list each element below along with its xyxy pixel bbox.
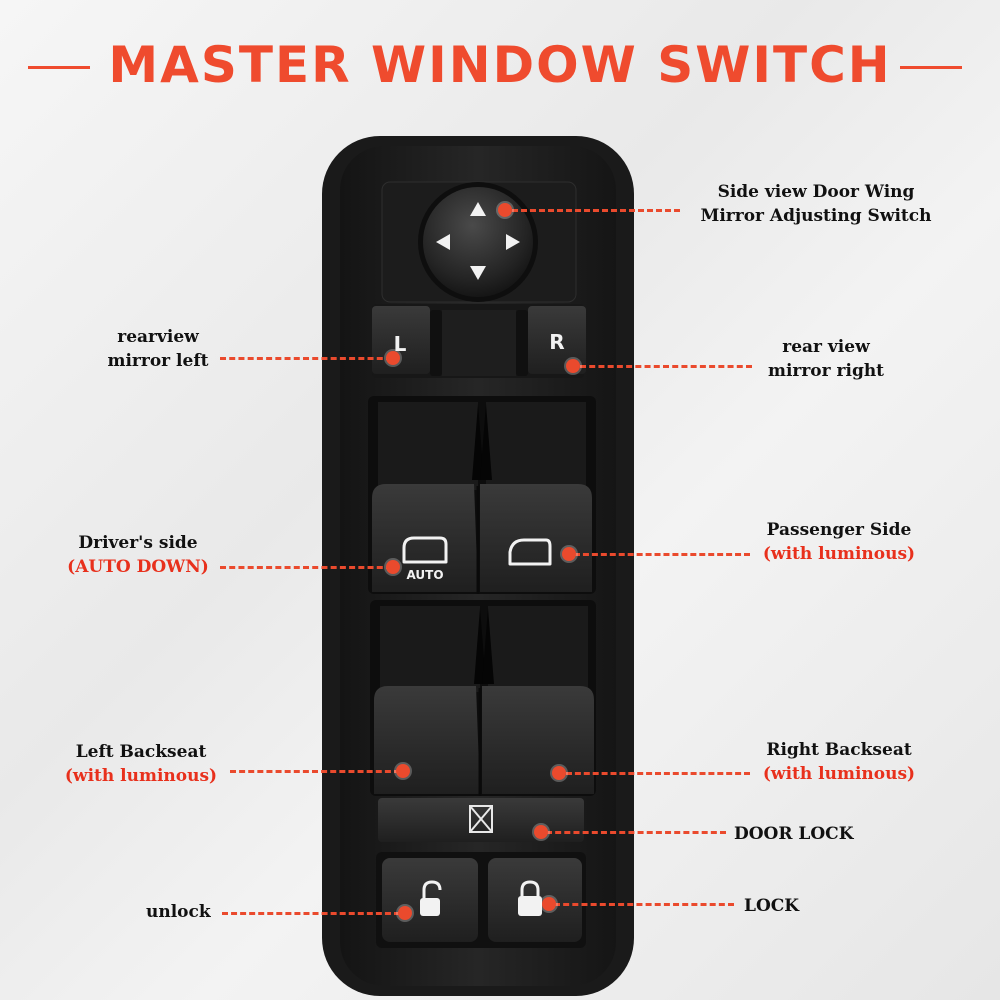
title-rule-right <box>900 66 962 69</box>
leader-unlock <box>222 912 400 915</box>
callout-dot-lock <box>542 897 556 911</box>
lock-icon <box>518 880 542 916</box>
right-mirror-divider <box>516 310 528 376</box>
callout-dot-mirror-adjust <box>498 203 512 217</box>
arrow-right-icon <box>506 234 520 250</box>
title-rule-left <box>28 66 90 69</box>
leader-mirror-adjust <box>512 209 680 212</box>
arrow-down-icon <box>470 266 486 280</box>
leader-right-backseat <box>566 772 750 775</box>
leader-mirror-left <box>220 357 392 360</box>
window-lockout-icon <box>469 805 493 833</box>
auto-text: AUTO <box>406 568 443 582</box>
leader-lock <box>554 903 734 906</box>
mirror-center-block <box>442 310 516 376</box>
label-mirror-adjust: Side view Door Wing Mirror Adjusting Swi… <box>700 182 932 226</box>
label-drivers-side: Driver's side (AUTO DOWN) <box>67 533 209 577</box>
callout-dot-mirror-left <box>386 351 400 365</box>
callout-dot-unlock <box>398 906 412 920</box>
label-door-lock: DOOR LOCK <box>734 824 854 844</box>
unlock-icon <box>420 880 442 916</box>
left-mirror-text: L <box>394 332 407 356</box>
arrow-left-icon <box>436 234 450 250</box>
leader-mirror-right <box>580 365 752 368</box>
label-mirror-left: rearview mirror left <box>107 327 209 371</box>
page-title: MASTER WINDOW SWITCH <box>108 36 892 94</box>
right-backseat-button-shape <box>482 686 594 794</box>
leader-drivers-side <box>220 566 392 569</box>
label-lock: LOCK <box>744 896 800 916</box>
callout-dot-passenger-side <box>562 547 576 561</box>
label-right-backseat: Right Backseat (with luminous) <box>762 740 916 784</box>
leader-passenger-side <box>574 553 750 556</box>
label-unlock: unlock <box>146 902 211 922</box>
label-passenger-side: Passenger Side (with luminous) <box>762 520 916 564</box>
callout-dot-mirror-right <box>566 359 580 373</box>
left-backseat-button-shape <box>374 686 480 794</box>
callout-dot-right-backseat <box>552 766 566 780</box>
leader-left-backseat <box>230 770 400 773</box>
callout-dot-left-backseat <box>396 764 410 778</box>
callout-dot-door-lock <box>534 825 548 839</box>
callout-dot-drivers-side <box>386 560 400 574</box>
passenger-window-button-shape <box>480 484 592 592</box>
right-mirror-button-shape <box>528 306 586 374</box>
leader-door-lock <box>546 831 726 834</box>
left-mirror-divider <box>430 310 442 376</box>
right-mirror-text: R <box>549 330 564 354</box>
label-mirror-right: rear view mirror right <box>767 337 885 381</box>
arrow-up-icon <box>470 202 486 216</box>
label-left-backseat: Left Backseat (with luminous) <box>64 742 218 786</box>
